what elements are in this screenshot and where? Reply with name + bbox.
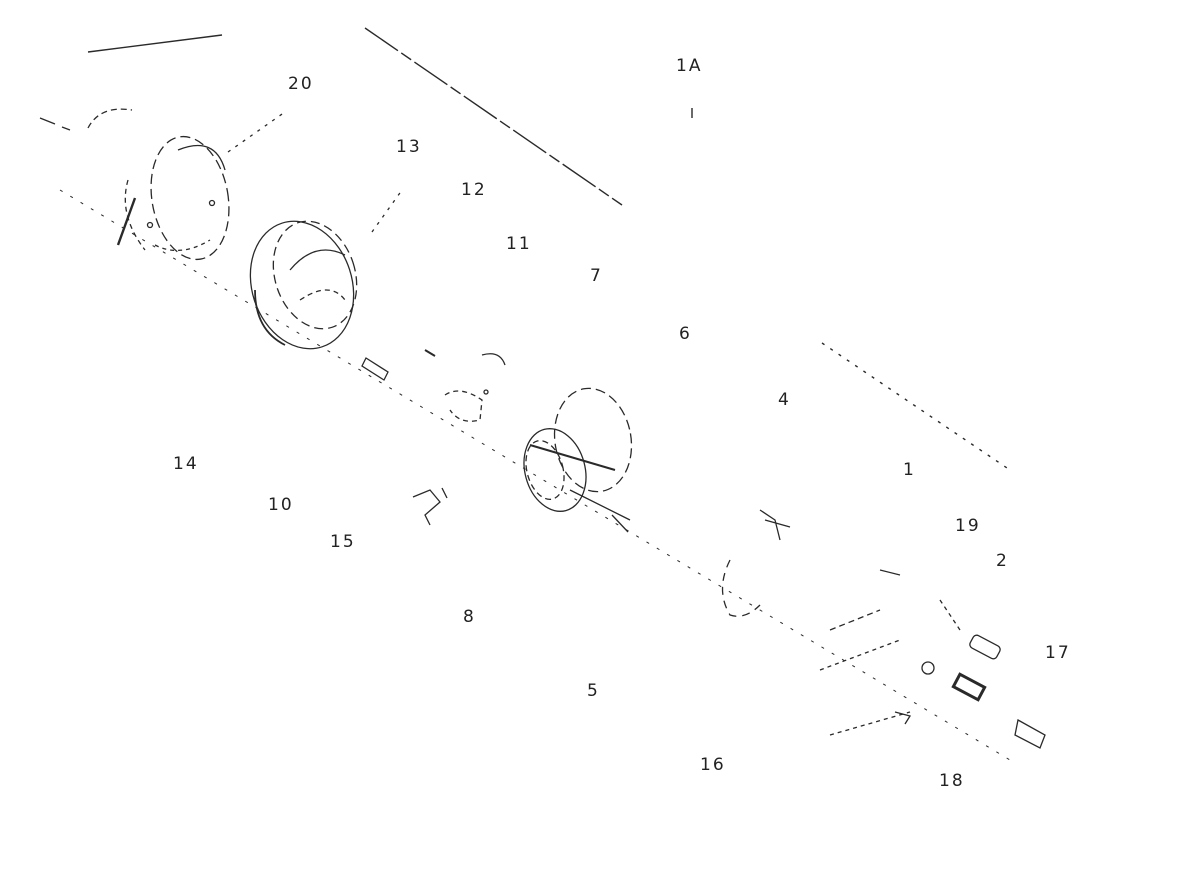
- label-1: 1: [903, 460, 916, 480]
- label-13: 13: [396, 137, 422, 157]
- guide-line-right-diagonal: [821, 342, 1011, 471]
- guide-line-top-diagonal: [364, 27, 623, 206]
- label-17: 17: [1045, 643, 1071, 663]
- part-split-collar: [721, 509, 791, 617]
- assembly-axis: [59, 189, 1011, 761]
- housing-stud-mark: [39, 117, 71, 131]
- label-8: 8: [463, 607, 476, 627]
- part-end-housing: [39, 108, 286, 261]
- label-4: 4: [778, 390, 791, 410]
- spacer-sleeve: [969, 634, 1001, 660]
- label-12: 12: [461, 180, 487, 200]
- end-cap: [1014, 718, 1046, 749]
- label-2: 2: [996, 551, 1009, 571]
- part-small-fittings: [361, 349, 506, 422]
- label-1a: 1A: [676, 56, 703, 76]
- label-10: 10: [268, 495, 294, 515]
- label-6: 6: [679, 324, 692, 344]
- label-19: 19: [955, 516, 981, 536]
- hex-nut: [951, 672, 987, 702]
- label-7: 7: [590, 266, 603, 286]
- part-small-bracket: [412, 487, 448, 526]
- label-11: 11: [506, 234, 532, 254]
- part-hub-assembly: [523, 387, 633, 533]
- part-shaft-and-nuts: [819, 569, 1046, 749]
- label-14: 14: [173, 454, 199, 474]
- label-16: 16: [700, 755, 726, 775]
- label-15: 15: [330, 532, 356, 552]
- guide-line-top-left: [87, 34, 223, 53]
- o-ring: [921, 661, 935, 675]
- part-large-seal-ring: [249, 189, 403, 350]
- guide-lines: [87, 27, 1011, 471]
- label-18: 18: [939, 771, 965, 791]
- label-20: 20: [288, 74, 314, 94]
- label-5: 5: [587, 681, 600, 701]
